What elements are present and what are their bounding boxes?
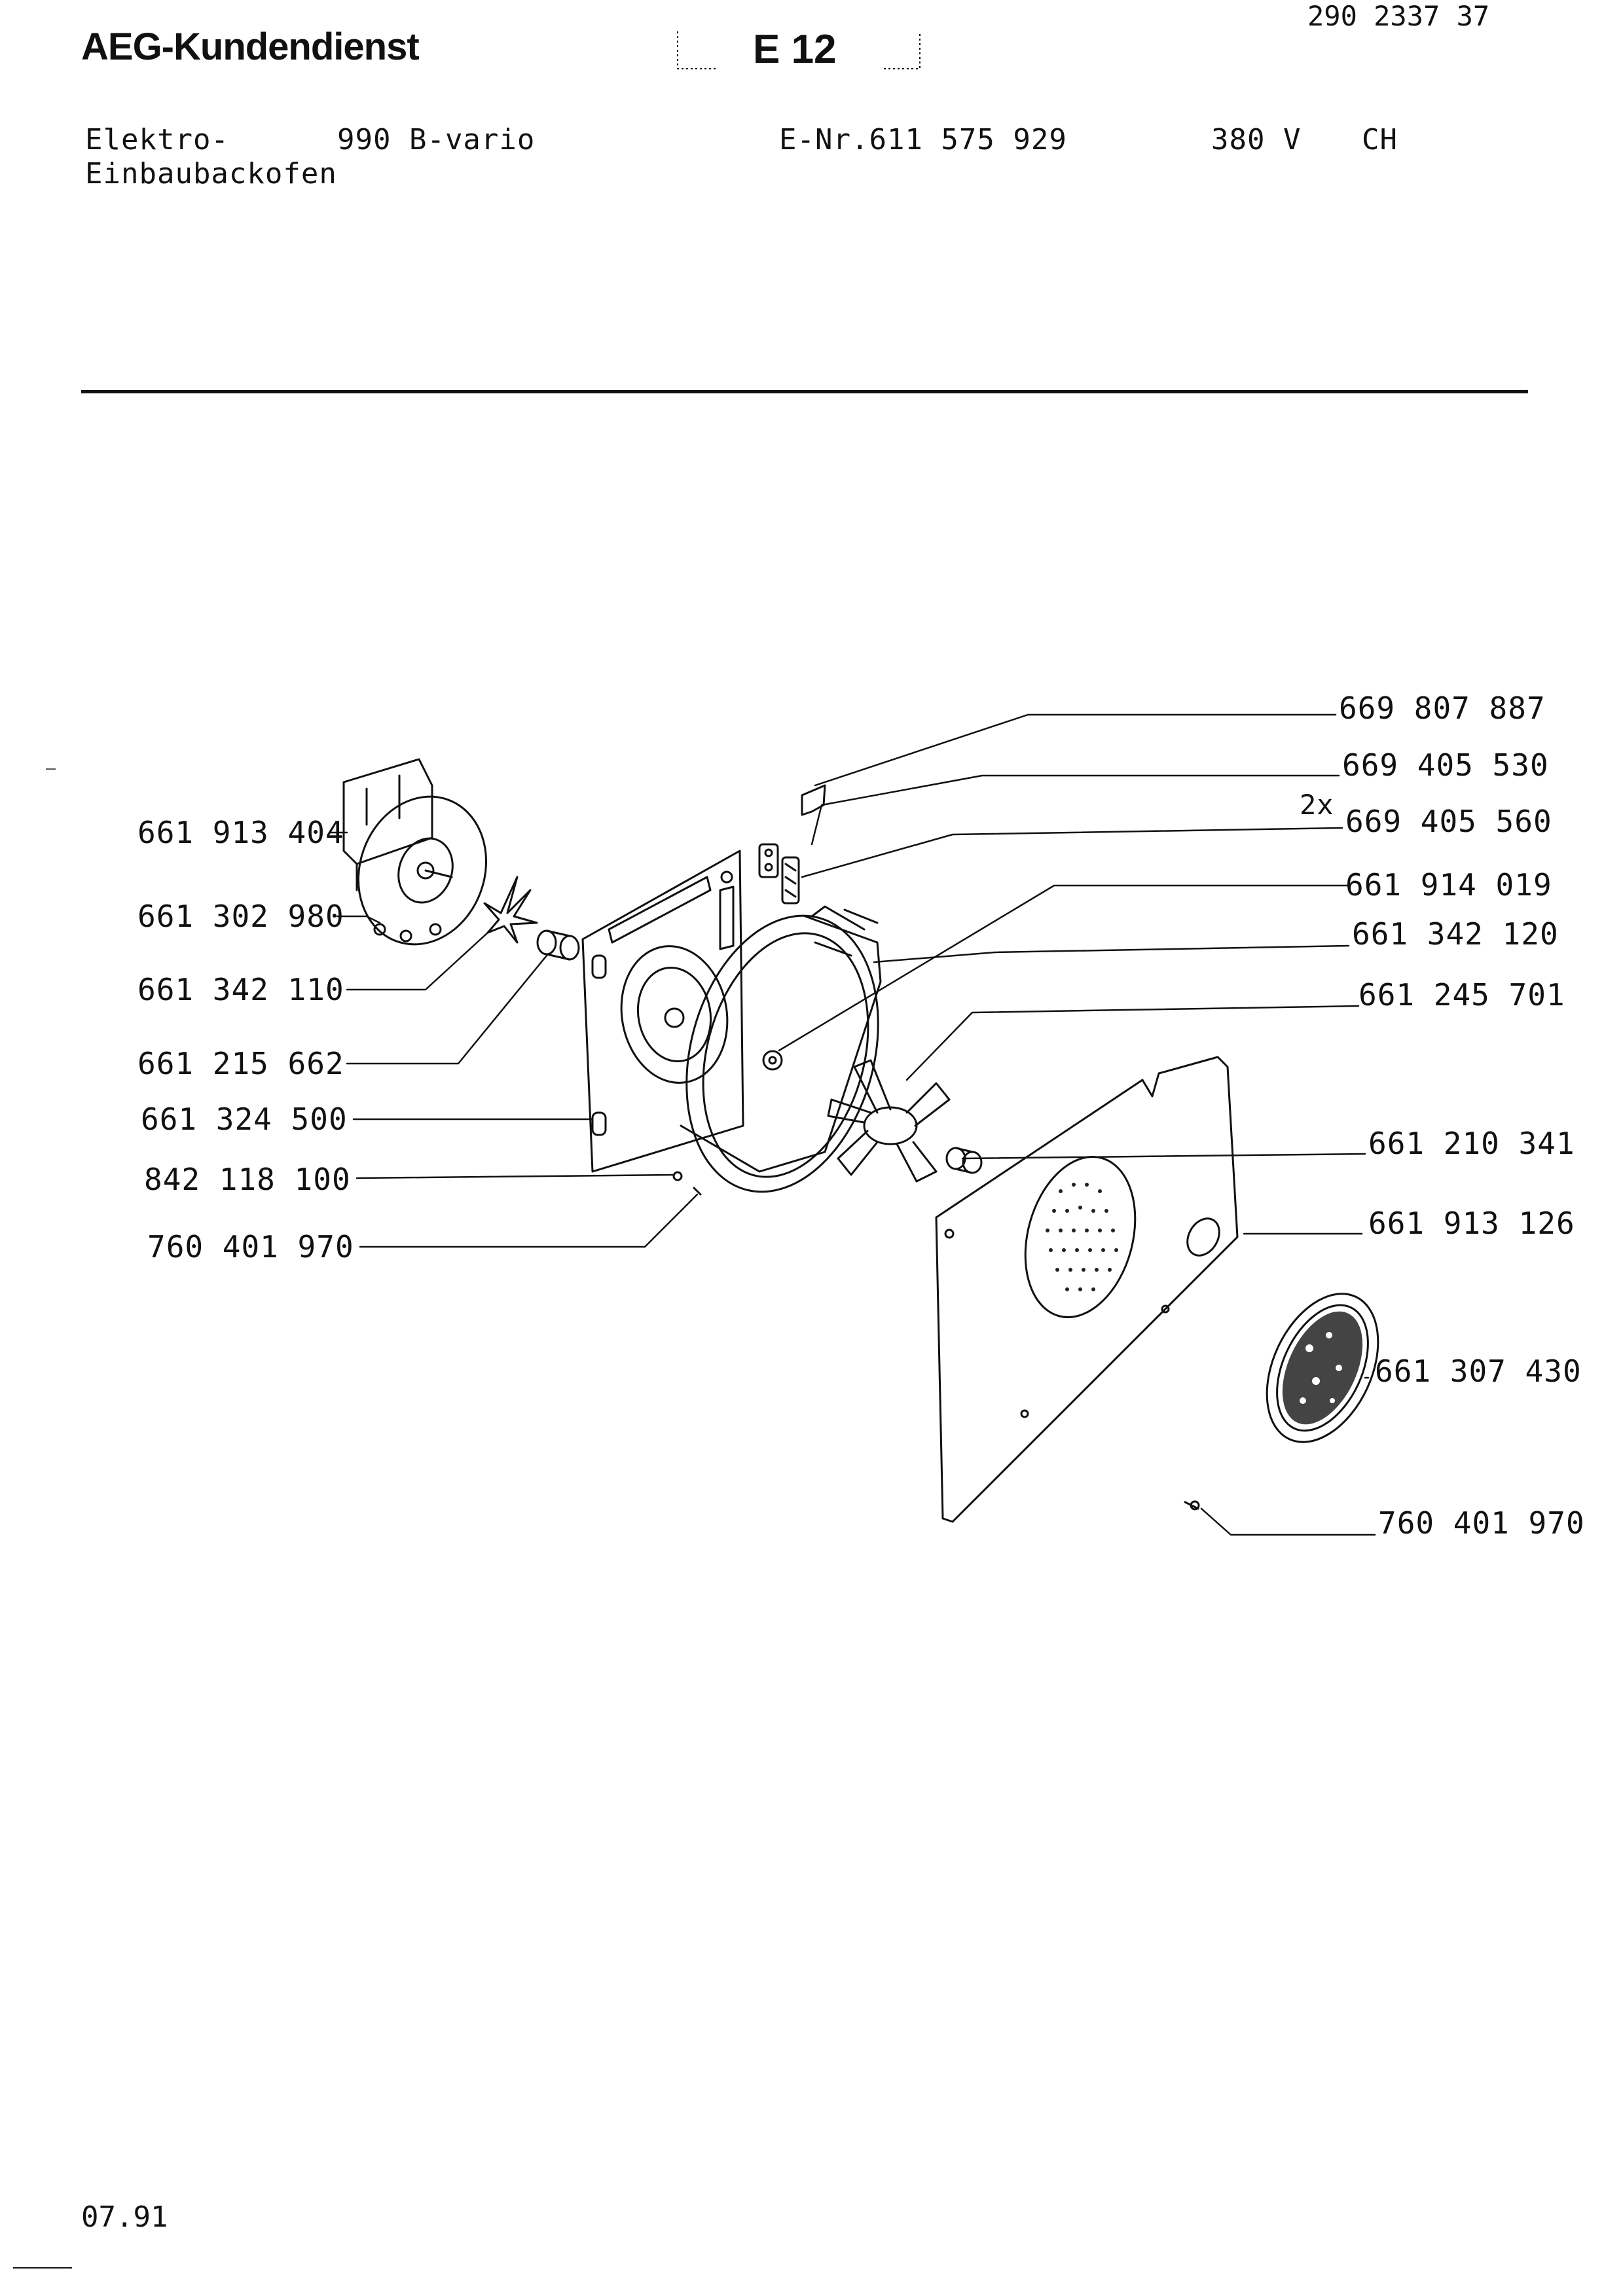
bracket-drawing: [758, 784, 826, 905]
part-label-left-7: 760 401 970: [147, 1229, 354, 1265]
mounting-plate-drawing: [581, 850, 744, 1173]
product-type-line2: Einbaubackofen: [85, 157, 337, 190]
part-label-right-7: 661 210 341: [1368, 1126, 1575, 1161]
part-label-right-8: 661 913 126: [1368, 1206, 1575, 1241]
fan-blade-drawing: [827, 1059, 951, 1183]
bushing-drawing: [536, 929, 580, 961]
small-fan-drawing: [483, 876, 538, 944]
part-label-left-6: 842 118 100: [144, 1162, 351, 1197]
header-divider: [81, 390, 1528, 393]
product-model: 990 B-vario: [337, 123, 536, 156]
product-country: CH: [1362, 123, 1398, 156]
grease-filter-drawing: [1266, 1293, 1379, 1443]
part-label-right-6: 661 245 701: [1359, 977, 1565, 1013]
part-label-left-3: 661 342 110: [137, 972, 344, 1007]
perforation-dots: [1046, 1183, 1118, 1291]
part-label-right-9: 661 307 430: [1375, 1354, 1582, 1389]
part-label-left-1: 661 913 404: [137, 815, 344, 850]
product-type-line1: Elektro-: [85, 123, 229, 156]
leader-lines: [329, 713, 1376, 1536]
part-label-right-1: 669 807 887: [1339, 691, 1546, 726]
product-e-number: E-Nr.611 575 929: [779, 123, 1067, 156]
part-qty-right-3: 2x: [1300, 789, 1334, 821]
document-number: 290 2337 37: [1307, 0, 1490, 32]
part-label-right-3: 669 405 560: [1345, 804, 1552, 839]
product-voltage: 380 V: [1211, 123, 1302, 156]
part-label-right-5: 661 342 120: [1352, 916, 1559, 952]
section-code: E 12: [753, 27, 837, 72]
motor-drawing: [342, 758, 488, 946]
grease-filter-mesh: [1282, 1311, 1363, 1425]
part-label-left-5: 661 324 500: [141, 1102, 348, 1137]
part-label-right-4: 661 914 019: [1345, 867, 1552, 903]
revision-date: 07.91: [81, 2200, 168, 2234]
screw-drawing: [672, 1171, 1200, 1511]
part-label-right-2: 669 405 530: [1342, 747, 1549, 783]
front-cover-drawing: [935, 1056, 1239, 1523]
fan-housing-drawing: [680, 905, 882, 1193]
part-label-left-4: 661 215 662: [137, 1046, 344, 1081]
part-label-left-2: 661 302 980: [137, 899, 344, 934]
brand-title: AEG-Kundendienst: [81, 26, 420, 68]
part-label-right-10: 760 401 970: [1378, 1505, 1585, 1541]
